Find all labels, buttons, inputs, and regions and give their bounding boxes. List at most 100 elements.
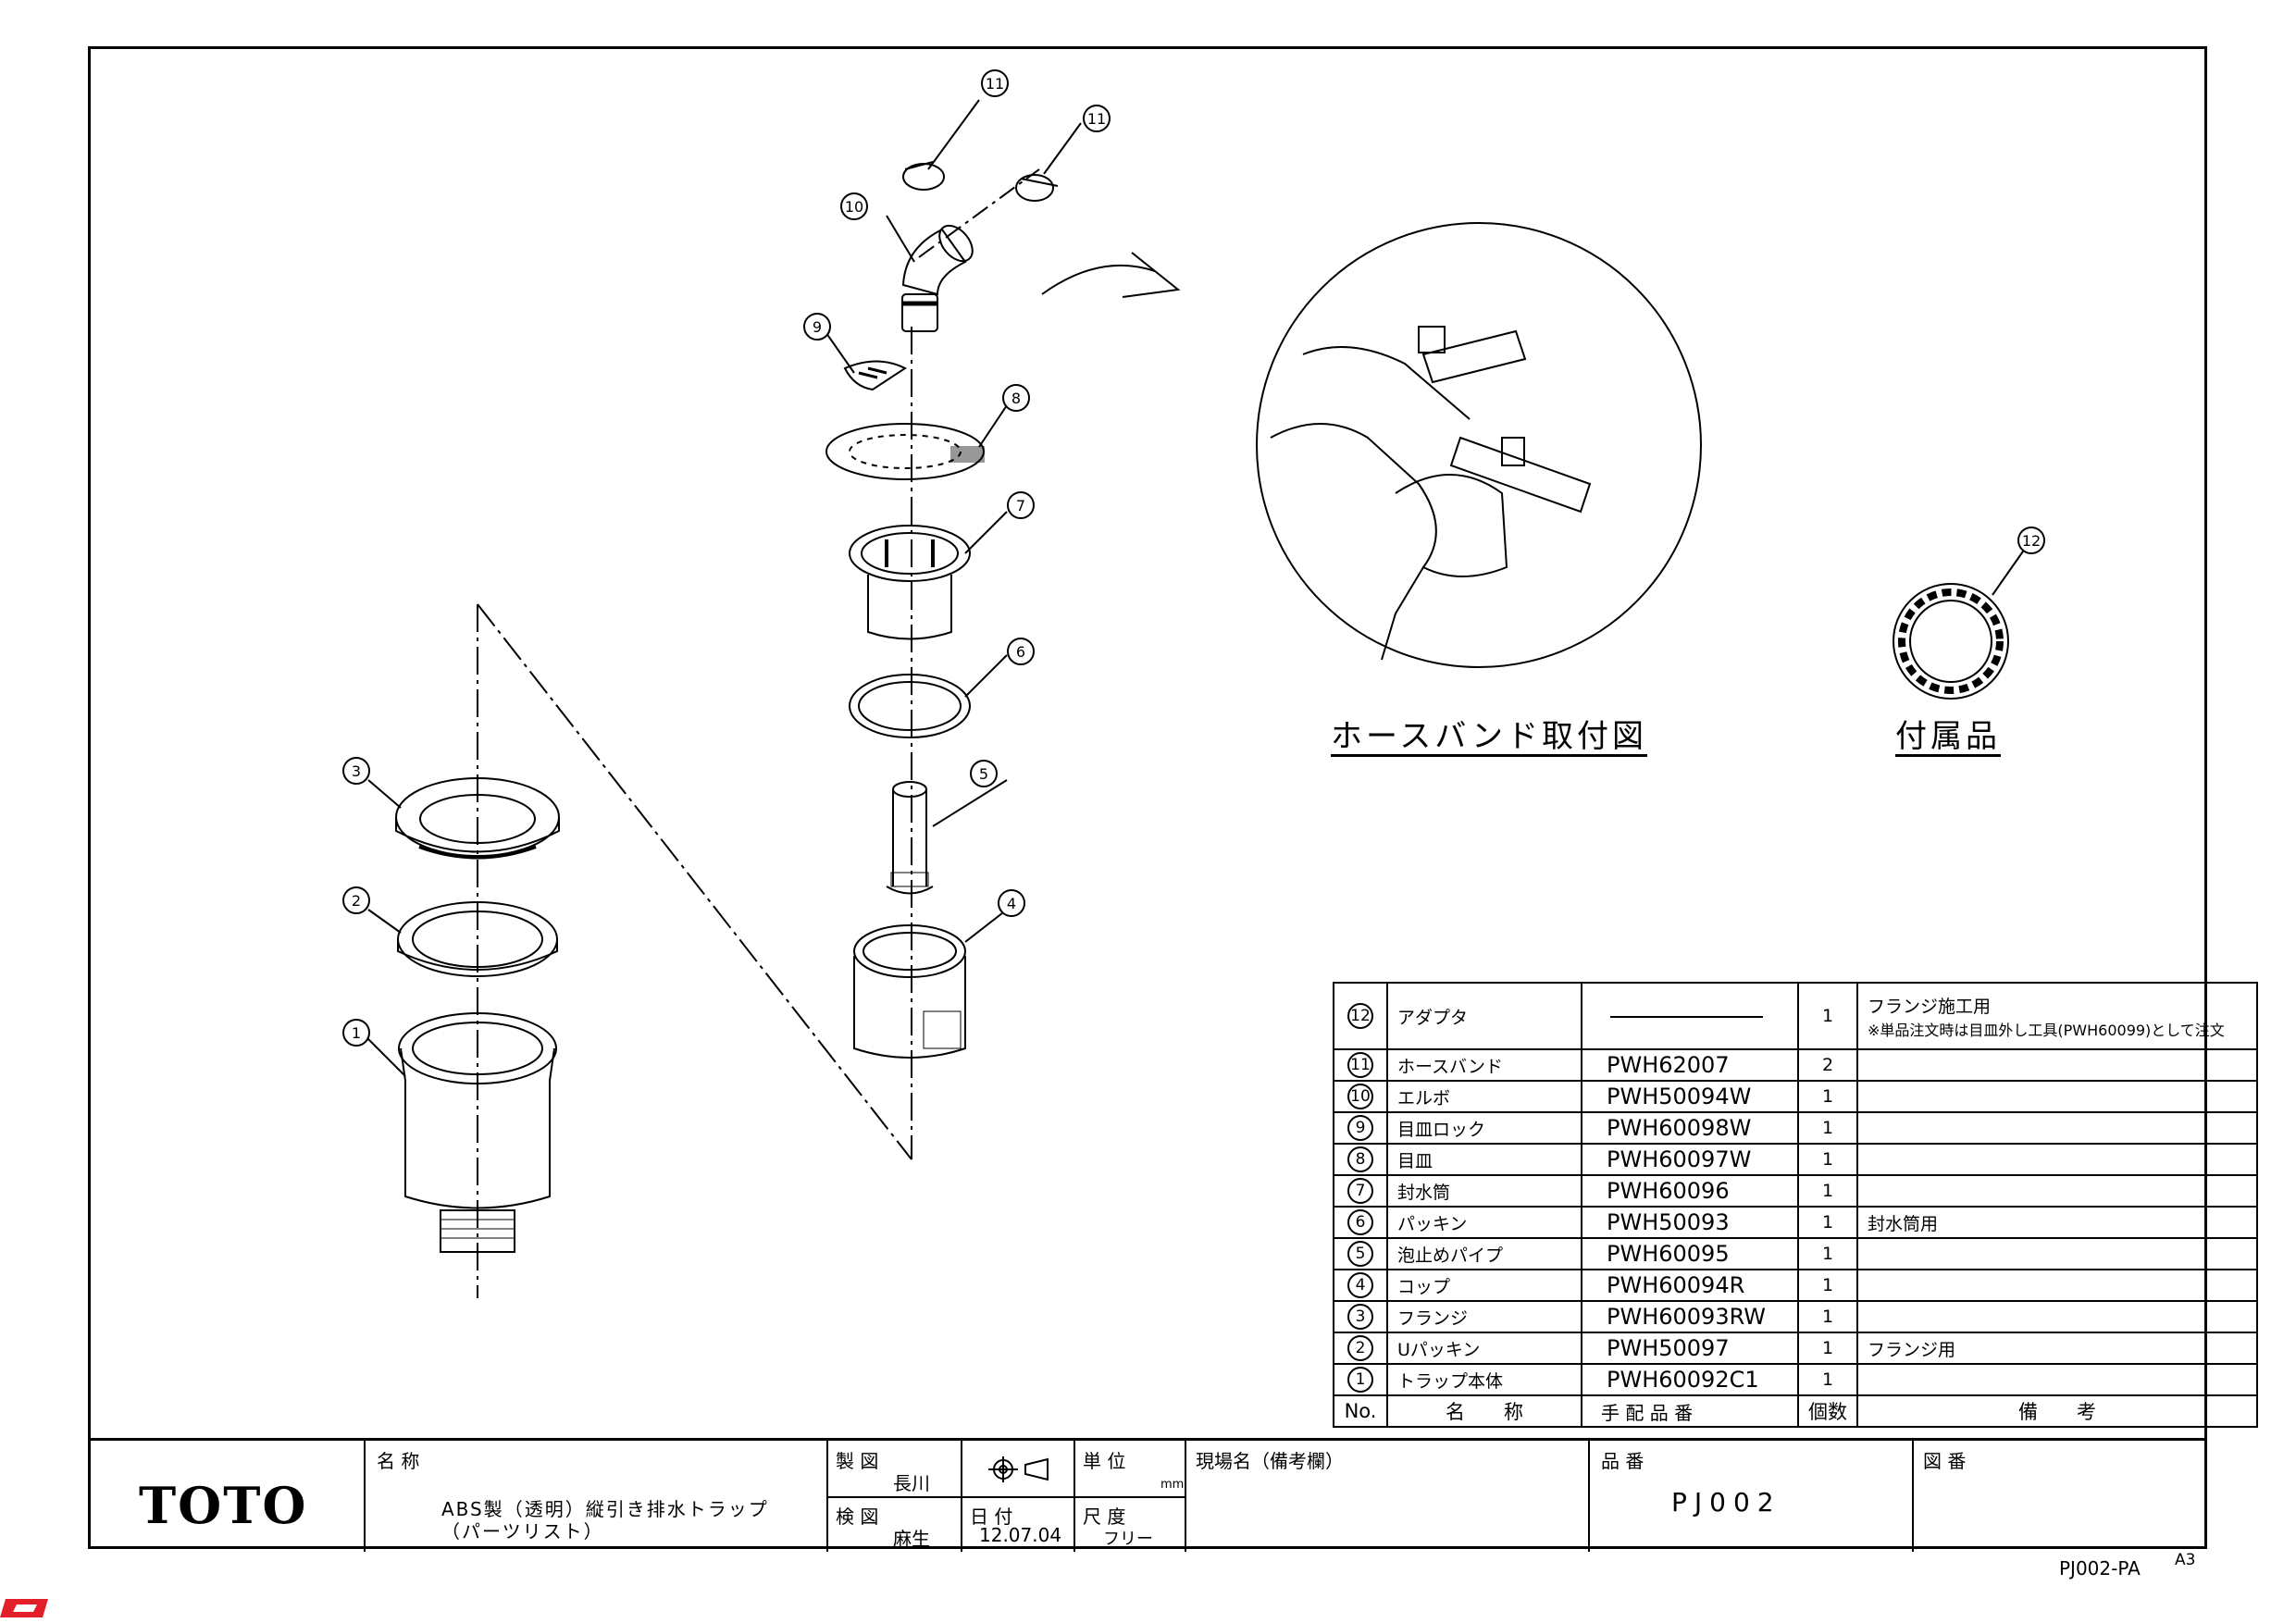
- row-note: [1856, 1111, 2258, 1145]
- row-note: [1856, 1080, 2258, 1113]
- u-packing-part: [397, 901, 558, 977]
- unit-scale-cell: 単 位 mm 尺 度 フリー: [1075, 1441, 1186, 1552]
- row-quantity: 1: [1797, 1237, 1858, 1270]
- callout-8: 8: [1002, 384, 1030, 412]
- row-note: [1856, 1363, 2258, 1396]
- row-name: Uパッキン: [1386, 1332, 1582, 1365]
- row-note: [1856, 1174, 2258, 1208]
- header-name: 名 称: [1386, 1394, 1582, 1428]
- drawn-by: 長川: [893, 1472, 930, 1494]
- adapter-ring-part: [1893, 583, 2009, 700]
- row-note-line1: フランジ用: [1868, 1339, 1956, 1360]
- row-part-number: PWH60095: [1581, 1237, 1799, 1270]
- row-name: トラップ本体: [1386, 1363, 1582, 1396]
- row-part-number: PWH50097: [1581, 1332, 1799, 1365]
- projection-date-cell: 日 付 12.07.04: [962, 1441, 1075, 1552]
- row-number-badge: 10: [1347, 1084, 1373, 1109]
- row-no: 12: [1333, 982, 1388, 1050]
- callout-5: 5: [970, 760, 998, 787]
- row-number-badge: 1: [1347, 1367, 1373, 1393]
- caption-hose-band: ホースバンド取付図: [1331, 718, 1647, 755]
- callout-7: 7: [1007, 491, 1035, 519]
- row-part-number: PWH60094R: [1581, 1269, 1799, 1302]
- callout-12: 12: [2017, 527, 2045, 554]
- flange-part: [395, 777, 560, 860]
- title-block: TOTO 名 称 ABS製（透明）縦引き排水トラップ （パーツリスト） 製 図 …: [91, 1438, 2204, 1552]
- row-note: [1856, 1300, 2258, 1333]
- drawn-label: 製 図: [836, 1450, 879, 1472]
- hose-band-part: [902, 161, 1059, 202]
- product-name-line1: ABS製（透明）縦引き排水トラップ: [441, 1498, 769, 1520]
- drawing-number-cell: 図 番: [1914, 1441, 2204, 1552]
- diagonal-guide-line: [477, 603, 912, 1160]
- toto-logo: TOTO: [139, 1476, 308, 1535]
- site-label: 現場名（備考欄）: [1196, 1450, 1344, 1472]
- row-number-badge: 11: [1347, 1052, 1373, 1078]
- site-cell: 現場名（備考欄）: [1186, 1441, 1590, 1552]
- seal-cylinder-part: [849, 525, 971, 640]
- cup-part: [853, 924, 966, 1059]
- row-quantity: 1: [1797, 1363, 1858, 1396]
- callout-4: 4: [998, 889, 1025, 917]
- header-no: No.: [1333, 1394, 1388, 1428]
- product-name-cell: 名 称 ABS製（透明）縦引き排水トラップ （パーツリスト）: [366, 1441, 828, 1552]
- row-quantity: 1: [1797, 1080, 1858, 1113]
- row-name: 泡止めパイプ: [1386, 1237, 1582, 1270]
- strainer-lock-part: [843, 360, 908, 391]
- unit-value: mm: [1160, 1478, 1185, 1492]
- row-quantity: 1: [1797, 1332, 1858, 1365]
- row-no: 9: [1333, 1111, 1388, 1145]
- row-note: フランジ用: [1856, 1332, 2258, 1365]
- row-number-badge: 6: [1347, 1209, 1373, 1235]
- row-note: [1856, 1269, 2258, 1302]
- row-part-number: PWH60096: [1581, 1174, 1799, 1208]
- row-number-badge: 8: [1347, 1146, 1373, 1172]
- row-quantity: 1: [1797, 1111, 1858, 1145]
- footer-drawing-code: PJ002-PA: [2059, 1557, 2141, 1580]
- row-no: 11: [1333, 1048, 1388, 1082]
- row-name: アダプタ: [1386, 982, 1582, 1050]
- row-no: 3: [1333, 1300, 1388, 1333]
- row-note: 封水筒用: [1856, 1206, 2258, 1239]
- name-label: 名 称: [377, 1450, 420, 1472]
- row-quantity: 2: [1797, 1048, 1858, 1082]
- hose-band-detail: [1256, 222, 1702, 668]
- callout-11b: 11: [1083, 105, 1111, 132]
- leader-lines: [367, 99, 2026, 1077]
- footer-paper-size: A3: [2175, 1551, 2196, 1569]
- callout-6: 6: [1007, 638, 1035, 665]
- part-number-value: PJ002: [1671, 1487, 1781, 1518]
- arrow-head: [1122, 252, 1181, 298]
- row-quantity: 1: [1797, 1143, 1858, 1176]
- drawing-number-label: 図 番: [1923, 1450, 1967, 1472]
- row-number-badge: 2: [1347, 1335, 1373, 1361]
- row-note: フランジ施工用※単品注文時は目皿外し工具(PWH60099)として注文: [1856, 982, 2258, 1050]
- part-number-cell: 品 番 PJ002: [1590, 1441, 1914, 1552]
- no-part-dash: [1610, 1016, 1763, 1018]
- caption-accessory: 付属品: [1895, 718, 2001, 755]
- date-value: 12.07.04: [979, 1524, 1062, 1546]
- row-number-badge: 3: [1347, 1304, 1373, 1330]
- row-name: フランジ: [1386, 1300, 1582, 1333]
- row-no: 6: [1333, 1206, 1388, 1239]
- parts-table-header: No. 名 称 手 配 品 番 個数 備 考: [1333, 1394, 2258, 1428]
- checked-label: 検 図: [836, 1505, 879, 1528]
- row-part-number: PWH50093: [1581, 1206, 1799, 1239]
- row-part-number: PWH60093RW: [1581, 1300, 1799, 1333]
- arrow-curve: [1041, 264, 1156, 295]
- row-name: パッキン: [1386, 1206, 1582, 1239]
- elbow-part: [901, 224, 974, 332]
- row-part-number: PWH60097W: [1581, 1143, 1799, 1176]
- row-name: 目皿ロック: [1386, 1111, 1582, 1145]
- header-note: 備 考: [1856, 1394, 2258, 1428]
- projection-symbol-icon: [988, 1456, 1049, 1482]
